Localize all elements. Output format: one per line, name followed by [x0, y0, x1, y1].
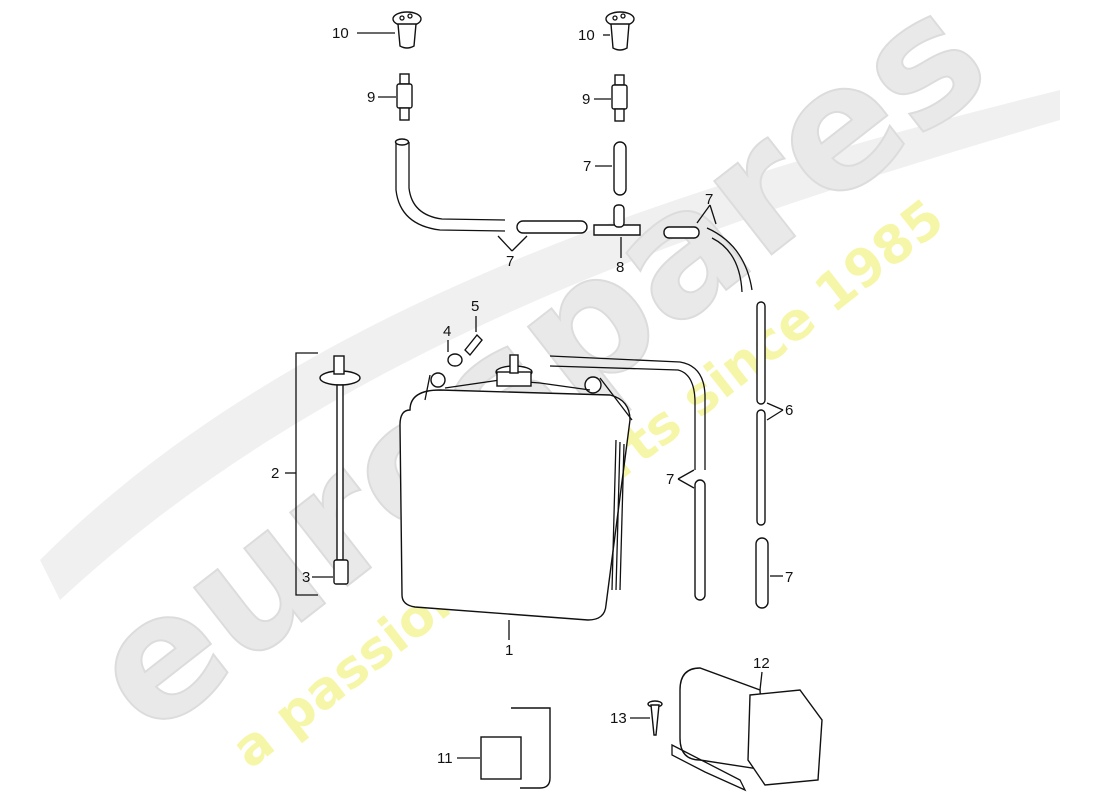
- callout-7-right-hoses: 7: [705, 191, 713, 208]
- callout-7-vertical: 7: [583, 158, 591, 175]
- nozzle-left: [357, 11, 422, 49]
- callout-9-right: 9: [582, 91, 590, 108]
- foam-pad: [457, 707, 551, 789]
- callout-labels: 10 10 9 9 7 7 7 8 5 4 2 3 6 7 7 1 12 13 …: [271, 25, 793, 767]
- callout-3: 3: [302, 569, 310, 586]
- hose-left-straight: [497, 220, 588, 252]
- watermark-swoosh: [40, 90, 1060, 600]
- callout-7-tank-hose: 7: [666, 471, 674, 488]
- callout-6: 6: [785, 402, 793, 419]
- hose-right-short: [663, 204, 753, 293]
- callout-2: 2: [271, 465, 279, 482]
- callout-7-lower-right: 7: [785, 569, 793, 586]
- hose-6-lower: [756, 402, 784, 526]
- washer-pump-motor: [671, 667, 823, 792]
- callout-1: 1: [505, 642, 513, 659]
- washer-reservoir: [399, 354, 633, 640]
- callout-13: 13: [610, 710, 627, 727]
- callout-10-right: 10: [578, 27, 595, 44]
- check-valve-left: [378, 73, 413, 121]
- callout-12: 12: [753, 655, 770, 672]
- callout-7-left-hoses: 7: [506, 253, 514, 270]
- nozzle-right: [603, 11, 635, 51]
- callout-4: 4: [443, 323, 451, 340]
- callout-9-left: 9: [367, 89, 375, 106]
- tank-overflow-hose: [549, 355, 706, 601]
- t-piece: [593, 204, 641, 258]
- check-valve-right: [594, 74, 628, 122]
- screw-5: [464, 316, 483, 357]
- hose-7-lower-right: [755, 537, 783, 609]
- suction-pump-assembly: [285, 352, 361, 596]
- callout-5: 5: [471, 298, 479, 315]
- hose-left-bent: [394, 138, 506, 232]
- hose-right-vertical: [595, 141, 627, 196]
- callout-10-left: 10: [332, 25, 349, 42]
- tapping-screw: [630, 700, 663, 736]
- hose-6-upper: [756, 301, 766, 405]
- callout-11: 11: [437, 750, 453, 767]
- callout-8: 8: [616, 259, 624, 276]
- grommet: [447, 340, 463, 367]
